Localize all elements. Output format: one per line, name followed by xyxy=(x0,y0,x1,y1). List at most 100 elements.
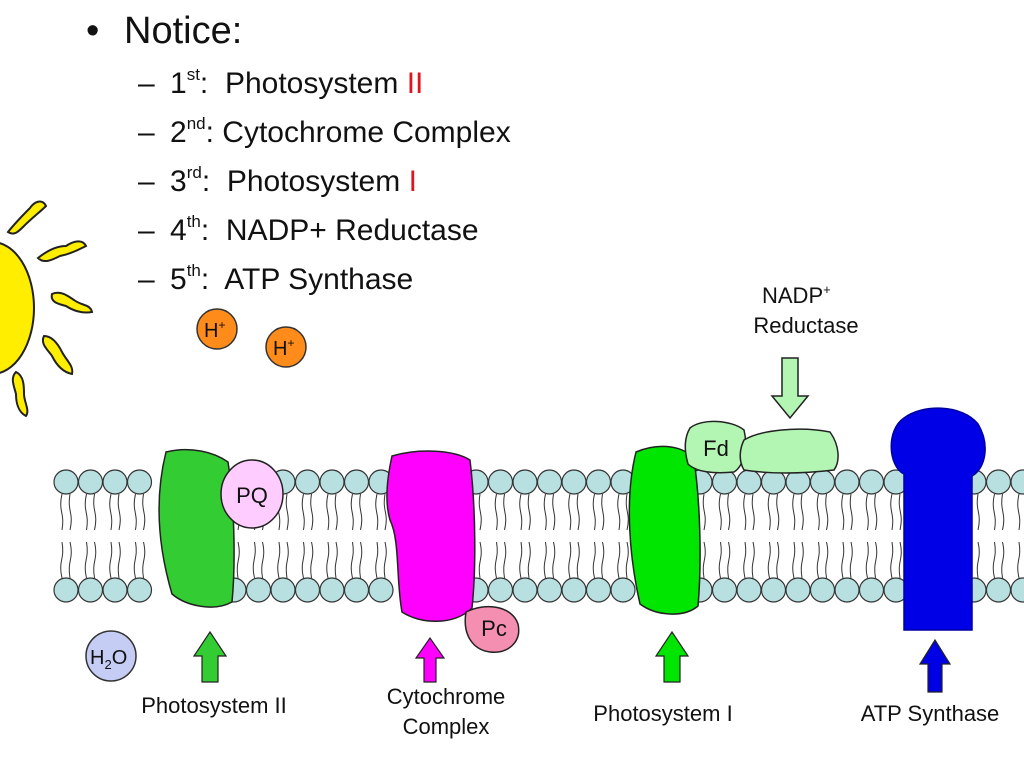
phospholipid xyxy=(270,541,296,603)
nadp-reductase-protein xyxy=(739,428,839,474)
item-text: Photosystem xyxy=(224,67,407,100)
phospholipid xyxy=(53,541,79,603)
phospholipid xyxy=(760,469,787,531)
phospholipid xyxy=(126,469,153,531)
phospholipid xyxy=(834,541,860,603)
item-number: 2 xyxy=(170,116,187,149)
notice-item: –2nd: Cytochrome Complex xyxy=(138,115,511,151)
notice-item: –5th: ATP Synthase xyxy=(138,262,413,298)
phospholipid xyxy=(343,541,370,603)
phospholipid xyxy=(1010,541,1024,603)
phospholipid xyxy=(809,469,836,531)
item-ordinal: rd xyxy=(186,163,202,182)
phospholipid xyxy=(512,541,538,603)
phospholipid xyxy=(585,469,612,531)
nadp-reductase-label-line1: NADP+ xyxy=(762,282,831,308)
phospholipid xyxy=(102,541,128,603)
item-number: 1 xyxy=(170,67,187,100)
phospholipid xyxy=(561,541,587,603)
item-dash: – xyxy=(138,165,155,198)
phospholipid xyxy=(711,469,738,531)
phospholipid xyxy=(809,541,836,603)
phospholipid xyxy=(126,541,153,603)
item-text: ATP Synthase xyxy=(224,263,414,296)
photosystem-ii-protein xyxy=(158,448,235,608)
item-separator: : xyxy=(200,263,225,296)
h-plus-label: H+ xyxy=(273,336,294,360)
item-ordinal: nd xyxy=(186,114,206,133)
plastoquinone-pq: PQ xyxy=(220,459,284,529)
phospholipid xyxy=(487,541,514,603)
notice-heading: • Notice: xyxy=(86,8,242,54)
atp-synthase-label: ATP Synthase xyxy=(861,701,1000,726)
phospholipid xyxy=(561,469,587,531)
phospholipid xyxy=(985,469,1012,531)
item-dash: – xyxy=(138,214,155,247)
phospholipid xyxy=(985,541,1012,603)
atp-synthase-arrow xyxy=(918,638,952,693)
item-text: Photosystem xyxy=(226,165,409,198)
phospholipid xyxy=(536,541,563,603)
notice-heading-text: Notice: xyxy=(124,10,243,52)
phospholipid xyxy=(883,541,909,603)
phospholipid xyxy=(736,469,762,531)
phospholipid xyxy=(102,469,128,531)
atp-synthase-protein xyxy=(890,407,986,631)
item-separator: : xyxy=(200,214,226,247)
photosystem-i-protein xyxy=(628,445,701,615)
nadp-reductase-arrow xyxy=(770,357,810,420)
phospholipid xyxy=(1010,469,1024,531)
h-plus-ion: H+ xyxy=(196,308,238,350)
notice-item: –1st: Photosystem II xyxy=(138,66,423,102)
item-ordinal: st xyxy=(186,65,200,84)
water-molecule: H2O xyxy=(85,630,137,682)
phospholipid xyxy=(711,541,738,603)
item-separator: : xyxy=(201,165,227,198)
item-separator: : xyxy=(205,116,223,149)
item-separator: : xyxy=(199,67,225,100)
lipid-bilayer xyxy=(53,469,1024,603)
sun-icon xyxy=(0,200,94,418)
phospholipid xyxy=(368,541,394,603)
phospholipid xyxy=(319,541,345,603)
cytochrome-complex-arrow xyxy=(414,636,446,683)
item-dash: – xyxy=(138,67,155,100)
item-ordinal: th xyxy=(186,212,201,231)
photosystem-ii-arrow xyxy=(192,630,228,683)
cytochrome-label-line1: Cytochrome xyxy=(387,684,506,709)
phospholipid xyxy=(585,541,612,603)
phospholipid xyxy=(343,469,370,531)
phospholipid xyxy=(536,469,563,531)
phospholipid xyxy=(834,469,860,531)
bullet-dot: • xyxy=(86,10,100,52)
phospholipid xyxy=(53,469,79,531)
cytochrome-label-line2: Complex xyxy=(403,714,490,739)
item-accent: II xyxy=(406,67,424,100)
item-number: 5 xyxy=(170,263,187,296)
pq-label: PQ xyxy=(236,483,268,508)
photosystem-i-label: Photosystem I xyxy=(593,701,732,726)
photosystem-i-arrow xyxy=(654,630,690,683)
phospholipid xyxy=(77,541,104,603)
plastocyanin-pc: Pc xyxy=(464,605,520,653)
notice-item: –3rd: Photosystem I xyxy=(138,164,417,200)
water-label: H2O xyxy=(90,647,127,672)
fd-label: Fd xyxy=(703,436,729,461)
item-accent: I xyxy=(408,165,417,198)
phospholipid xyxy=(77,469,104,531)
item-text: Cytochrome Complex xyxy=(222,116,511,149)
h-plus-ion: H+ xyxy=(265,326,307,368)
notice-item: –4th: NADP+ Reductase xyxy=(138,213,479,249)
cytochrome-complex-protein xyxy=(386,450,476,622)
phospholipid xyxy=(785,541,811,603)
phospholipid xyxy=(512,469,538,531)
pc-label: Pc xyxy=(481,616,507,641)
item-number: 4 xyxy=(170,214,187,247)
phospholipid xyxy=(245,541,272,603)
phospholipid xyxy=(736,541,762,603)
phospholipid xyxy=(319,469,345,531)
phospholipid xyxy=(883,469,909,531)
phospholipid xyxy=(858,469,885,531)
nadp-reductase-label-line2: Reductase xyxy=(753,313,858,338)
